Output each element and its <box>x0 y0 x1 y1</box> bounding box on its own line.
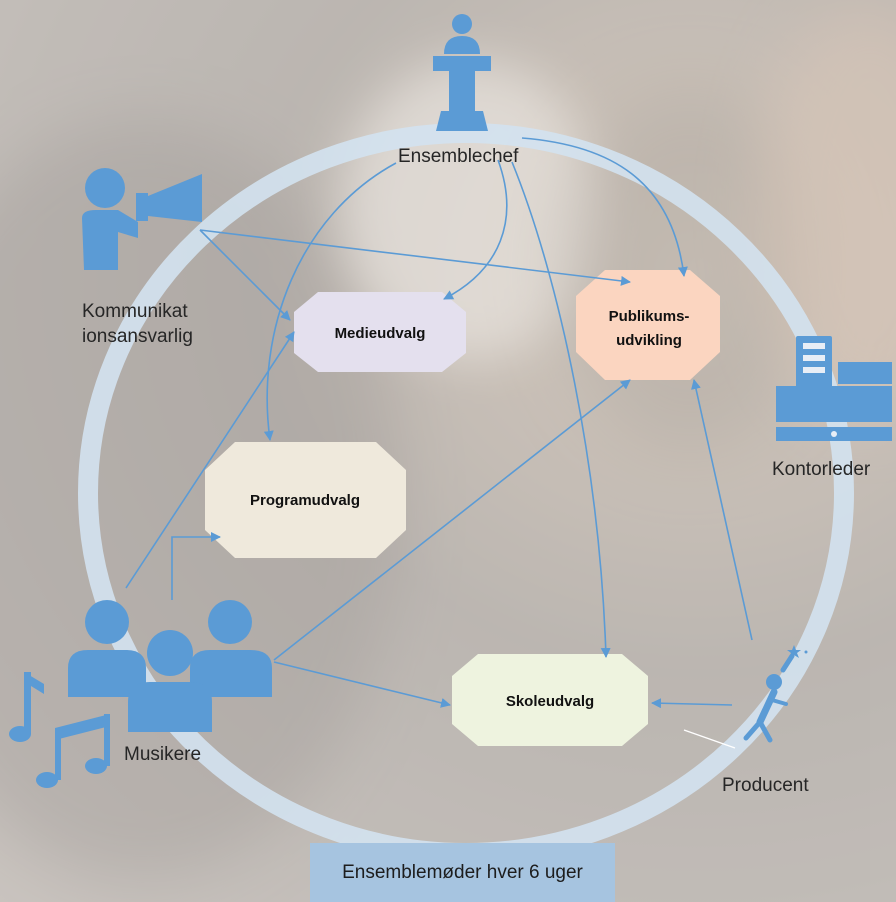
arrow-ensemblechef-skoleudvalg <box>511 161 611 658</box>
meeting-frequency-banner: Ensemblemøder hver 6 uger <box>310 843 615 902</box>
arrow-musikere-programudvalg <box>171 532 221 600</box>
arrow-ensemblechef-programudvalg <box>263 162 397 441</box>
kommunikation-label: Kommunikat ionsansvarlig <box>82 300 193 349</box>
ensemblechef-label: Ensemblechef <box>398 146 519 167</box>
skoleudvalg-shape <box>452 654 648 746</box>
arrow-ensemblechef-medieudvalg <box>443 159 508 300</box>
podium-speaker-icon <box>433 14 491 131</box>
arrow-producent-publikumsudvikling <box>691 379 753 641</box>
medieudvalg-shape <box>294 292 466 372</box>
cash-register-icon <box>776 336 892 441</box>
kommunikation-label-line2: ionsansvarlig <box>82 325 193 347</box>
arrow-musikere-medieudvalg <box>125 331 295 589</box>
megaphone-person-icon <box>82 168 202 270</box>
arrow-kommunikation-medieudvalg <box>199 229 291 321</box>
kommunikation-label-line1: Kommunikat <box>82 301 188 322</box>
arrow-producent-skoleudvalg <box>651 698 733 709</box>
meeting-cycle-ring <box>78 123 854 863</box>
arrow-musikere-publikumsudvikling <box>273 379 631 661</box>
arrow-kommunikation-publikumsudvikling <box>199 229 631 286</box>
publikumsudvikling-shape <box>576 270 720 380</box>
publikumsudvikling-label-line1: Publikums- <box>609 308 690 325</box>
arrow-musikere-skoleudvalg <box>273 661 451 708</box>
kontorleder-label: Kontorleder <box>772 459 871 480</box>
relationship-arrows <box>125 137 753 709</box>
medieudvalg-label: Medieudvalg <box>335 325 426 342</box>
meeting-frequency-text: Ensemblemøder hver 6 uger <box>342 861 583 883</box>
skoleudvalg-label: Skoleudvalg <box>506 693 594 710</box>
running-star-person-icon <box>743 645 808 743</box>
publikumsudvikling-label-line2: udvikling <box>616 332 682 349</box>
producent-label: Producent <box>722 775 809 796</box>
group-people-icon <box>68 600 272 732</box>
arrow-ensemblechef-publikumsudvikling <box>521 137 688 277</box>
programudvalg-label: Programudvalg <box>250 492 360 509</box>
musikere-label: Musikere <box>124 744 202 765</box>
programudvalg-shape <box>205 442 406 558</box>
music-notes-icon <box>9 672 110 788</box>
producent-accent-line <box>683 729 736 749</box>
